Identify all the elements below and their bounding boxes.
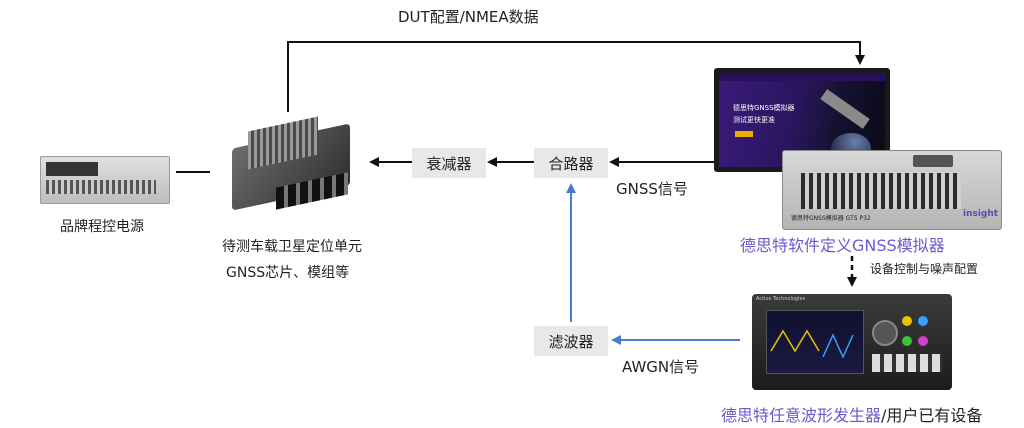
awg-label: 德思特任意波形发生器/用户已有设备 [721,402,982,426]
awg-label-brand: 德思特任意波形发生器 [721,406,882,425]
control-label: 设备控制与噪声配置 [870,262,979,276]
chassis-model-label: 德思特GNSS模拟器 GTS P32 [791,215,871,222]
monitor-text-2: 测试更快更准 [733,116,775,124]
simulator-chassis: 德思特GNSS模拟器 GTS P32 insight [782,150,1002,230]
gnss-signal-label: GNSS信号 [616,180,688,198]
dut-label-line1: 待测车载卫星定位单元 [222,239,362,255]
awg-waveform [770,329,854,359]
awg-label-suffix: /用户已有设备 [881,406,983,425]
combiner-box: 合路器 [534,148,608,178]
awg-maker: Active Technologies [756,296,806,302]
power-supply-device [40,150,170,204]
top-link-label: DUT配置/NMEA数据 [398,8,539,26]
attenuator-box: 衰减器 [412,148,486,178]
monitor-text-1: 德思特GNSS模拟器 [733,104,795,112]
chassis-brand: insight [963,209,999,219]
top-link-line [287,41,865,112]
simulator-label: 德思特软件定义GNSS模拟器 [740,236,945,255]
filter-box: 滤波器 [534,326,608,356]
awg-knob [872,320,898,346]
satellite-icon [820,89,870,129]
awgn-signal-label: AWGN信号 [622,358,700,376]
awg-device: Active Technologies [752,294,952,390]
monitor-button [735,131,753,137]
power-supply-label: 品牌程控电源 [60,219,144,235]
dut-label-line2: GNSS芯片、模组等 [226,265,350,281]
dut-device [226,116,358,216]
